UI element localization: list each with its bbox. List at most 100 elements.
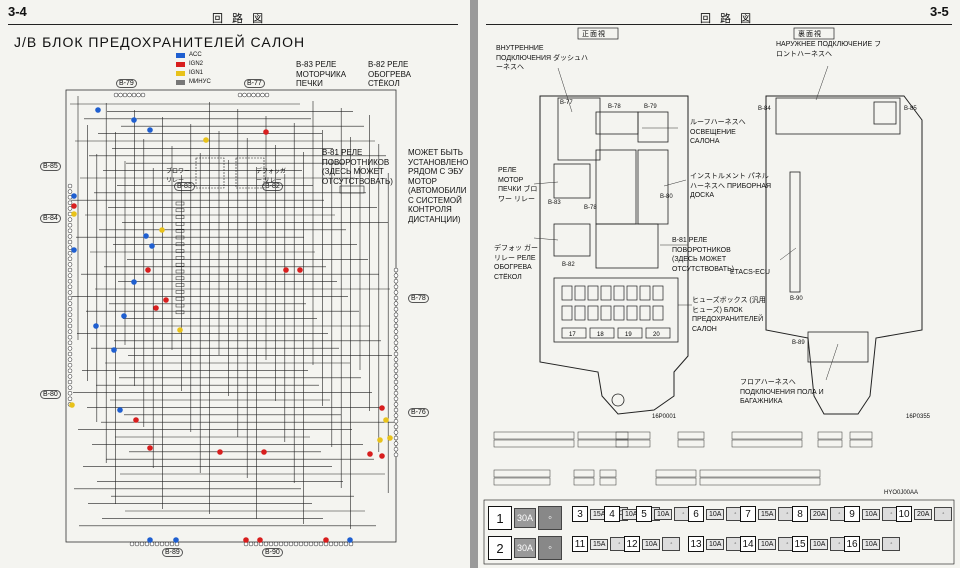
page-title: J/B БЛОК ПРЕДОХРАНИТЕЛЕЙ САЛОН: [14, 34, 306, 50]
connector-pin: [144, 541, 150, 547]
fuse-symbol: [175, 235, 185, 240]
connector-pin: [67, 228, 73, 234]
fuse-rating: 20A: [914, 508, 933, 520]
fuse-symbol: [175, 201, 185, 206]
connector-pin-strip: [493, 477, 551, 486]
connector-pin: [67, 312, 73, 318]
connector-pin-strip: [677, 439, 705, 448]
fuse-number: 5: [636, 506, 652, 522]
connector-pin: [67, 306, 73, 312]
power-feed-marker: [131, 279, 137, 285]
large-fuse-slot: [589, 327, 615, 339]
label-b83: B-83: [548, 200, 561, 206]
connector-pin: [393, 368, 399, 374]
connector-pin: [393, 351, 399, 357]
power-feed-marker: [257, 537, 263, 543]
note-b83: B-83 РЕЛЕ МОТОРЧИКА ПЕЧКИ: [296, 60, 347, 88]
fuse-number: 14: [740, 536, 756, 552]
fuse-slot: [600, 305, 612, 321]
horn2-icon: ◦: [882, 537, 901, 551]
connector-pin: [278, 541, 284, 547]
power-feed-marker: [149, 243, 155, 249]
fuse-number: 8: [792, 506, 808, 522]
fuse-slot: [587, 285, 599, 301]
connector-pin: [393, 362, 399, 368]
connector-pin: [393, 295, 399, 301]
large-fuse-number: 19: [625, 332, 632, 338]
connector-b80: B-80: [40, 390, 61, 399]
connector-pin: [263, 541, 269, 547]
turn-relay-box: [339, 185, 365, 194]
fuse-number: 12: [624, 536, 640, 552]
fuse-slot: [561, 285, 573, 301]
ign1-swatch: [176, 70, 185, 76]
rear-defogger-icon: ◦: [538, 506, 563, 530]
fuse-rating: 10A: [706, 508, 725, 520]
fuse-slot: [600, 285, 612, 301]
fuse-number: 11: [572, 536, 588, 552]
connector-pin: [393, 306, 399, 312]
connector-pin: [393, 267, 399, 273]
power-feed-marker: [217, 449, 223, 455]
connector-pin: [393, 413, 399, 418]
connector-pin: [67, 239, 73, 245]
connector-pin: [67, 396, 73, 402]
legend-ign2: IGN2: [176, 61, 203, 67]
fuse-symbol: [175, 303, 185, 308]
label-b77: B-77: [560, 100, 573, 106]
defogger-relay-box: [235, 157, 265, 189]
connector-pin: [253, 541, 259, 547]
power-feed-marker: [71, 211, 77, 217]
power-feed-marker: [111, 347, 117, 353]
connector-pin: [67, 262, 73, 267]
label-b78: B-78: [584, 205, 597, 211]
power-feed-marker: [297, 267, 303, 273]
fuse-rating: 10A: [642, 538, 661, 550]
connector-pin: [298, 541, 304, 547]
connector-b90: B-90: [262, 548, 283, 557]
fuse-rating: 10A: [758, 538, 777, 550]
acc-swatch: [176, 52, 185, 58]
connector-pin: [255, 92, 261, 98]
connector-pin-strip: [699, 477, 821, 486]
connector-pin: [251, 92, 256, 98]
power-feed-marker: [93, 323, 99, 329]
connector-pin-strip: [615, 431, 651, 440]
fuse-number: 9: [844, 506, 860, 522]
power-feed-marker: [147, 127, 153, 133]
horn-icon: ◦: [882, 507, 901, 521]
connector-pin: [393, 435, 399, 441]
label-b78-top: B-78: [608, 104, 621, 110]
doc-code: HYO0J00AA: [884, 490, 919, 496]
connector-pin-strip: [615, 439, 651, 448]
connector-pin: [149, 541, 155, 547]
connector-pin: [393, 340, 399, 346]
connector-pin: [67, 374, 73, 379]
connector-pin: [113, 92, 119, 98]
right-page-header: 回 路 図: [700, 13, 755, 25]
connector-pin: [67, 273, 73, 278]
connector-pin: [67, 362, 73, 368]
note-instrument-panel: インストルメント パネルハーネスへ ПРИБОРНАЯ ДОСКА: [690, 173, 772, 199]
key-icon: ◦: [662, 537, 681, 551]
connector-pin: [393, 273, 399, 278]
connector-pin-strip: [493, 439, 575, 448]
connector-pin: [67, 346, 73, 351]
fuse-number: 13: [688, 536, 704, 552]
connector-pin: [303, 541, 309, 547]
power-feed-marker: [95, 107, 101, 113]
power-feed-marker: [173, 537, 179, 543]
book-gutter: [470, 0, 478, 568]
connector-pin: [67, 329, 73, 334]
connector-pin: [393, 446, 399, 452]
power-feed-marker: [159, 227, 165, 233]
rear-view-label: 裏面視: [798, 31, 822, 38]
connector-pin: [393, 374, 399, 379]
connector-pin-strip: [493, 469, 551, 478]
